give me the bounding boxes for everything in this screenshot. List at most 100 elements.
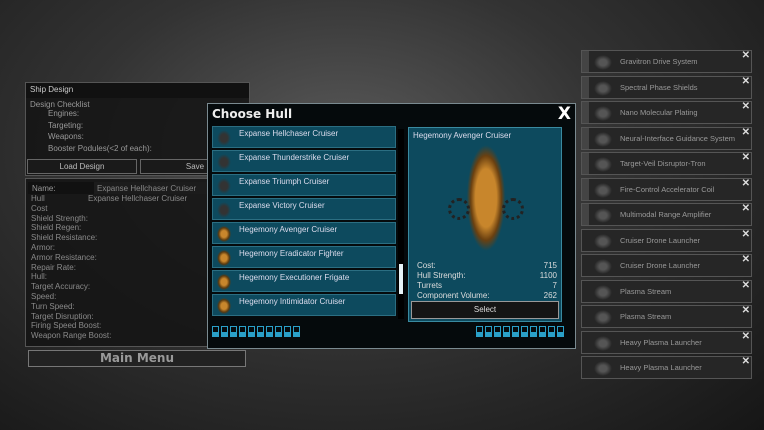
remove-component-icon[interactable]: ✕ [741,50,750,61]
stat-label: Target Disruption: [31,311,94,321]
component-name: Cruiser Drone Launcher [620,261,701,270]
stat-label: Repair Rate: [31,262,76,272]
hull-list-item[interactable]: Hegemony Avenger Cruiser [212,222,396,244]
remove-component-icon[interactable]: ✕ [741,75,750,87]
component-icon [594,106,612,121]
stat-label: Turn Speed: [31,301,75,311]
remove-component-icon[interactable]: ✕ [741,203,750,214]
remove-component-icon[interactable]: ✕ [741,356,750,367]
hull-stat: Component Volume:262 [417,291,557,301]
stat-label: Shield Regen: [31,223,82,233]
hull-list-item[interactable]: Hegemony Eradicator Fighter [212,246,396,268]
stat-label: Hull: [31,272,48,282]
hull-stat: Cost: 715 [417,261,557,271]
component-slot[interactable]: Target-Veil Disruptor-Tron✕ [581,152,752,175]
remove-component-icon[interactable]: ✕ [741,254,750,265]
select-button[interactable]: Select [411,301,559,319]
stat-label: Armor Resistance: [31,252,97,262]
slot-indicator [582,153,589,174]
stat-label: Shield Strength: [31,213,88,223]
component-name: Nano Molecular Plating [620,108,698,117]
component-icon [594,233,612,249]
ship-preview-image [448,143,524,253]
stat-label: Cost [31,203,48,213]
hull-label: Hull [31,194,45,203]
hull-stat-value: 715 [543,261,557,270]
hull-stat-label: Turrets [417,281,443,290]
remove-component-icon[interactable]: ✕ [741,228,750,240]
component-name: Plasma Stream [620,312,672,321]
hull-stat-label: Cost: [417,261,436,270]
component-icon [594,157,612,172]
remove-component-icon[interactable]: ✕ [741,152,750,163]
component-icon [594,259,612,274]
hull-name: Expanse Victory Cruiser [239,201,325,210]
component-slot[interactable]: Plasma Stream ✕ [581,305,752,328]
remove-component-icon[interactable]: ✕ [741,305,750,316]
component-icon [594,361,612,376]
ship-icon [217,154,231,170]
component-slot[interactable]: Cruiser Drone Launcher ✕ [581,254,752,277]
component-slot[interactable]: Neural-Interface Guidance System ✕ [581,126,752,150]
hull-name: Hegemony Intimidator Cruiser [239,297,346,306]
slot-indicator [582,127,589,149]
remove-component-icon[interactable]: ✕ [741,101,750,112]
component-name: Plasma Stream [620,286,672,296]
component-name: Fire-Control Accelerator Coil [620,184,715,194]
remove-component-icon[interactable]: ✕ [741,126,750,138]
remove-component-icon[interactable]: ✕ [741,330,750,342]
component-name: Neural-Interface Guidance System [620,133,736,143]
stat-label: Speed: [31,291,57,301]
component-slot[interactable]: Fire-Control Accelerator Coil ✕ [581,177,752,201]
stat-label: Weapon Range Boost: [31,331,112,341]
hull-list-item[interactable]: Hegemony Executioner Frigate [212,270,396,292]
remove-component-icon[interactable]: ✕ [741,177,750,189]
component-icon [594,131,612,147]
hull-list-item[interactable]: Expanse Victory Cruiser [212,198,396,220]
ship-icon [217,274,231,290]
checklist-weapons: Weapons: [48,132,84,141]
hull-name: Expanse Triumph Cruiser [239,177,330,186]
hull-value[interactable]: Expanse Hellchaser Cruiser [88,194,188,203]
component-slot[interactable]: Nano Molecular Plating ✕ [581,101,752,124]
component-slot[interactable]: Cruiser Drone Launcher ✕ [581,228,752,252]
load-design-button[interactable]: Load Design [27,159,137,174]
choose-hull-dialog: Choose Hull X Expanse Hellchaser Cruiser… [207,103,576,349]
component-slot[interactable]: Multimodal Range Amplifier✕ [581,203,752,226]
scrollbar-thumb[interactable] [399,264,403,294]
component-icon [594,208,612,223]
component-slot[interactable]: Gravitron Drive System ✕ [581,50,752,73]
component-name: Gravitron Drive System [620,57,698,66]
ship-icon [217,250,231,266]
main-menu-button[interactable]: Main Menu [28,350,246,367]
ship-icon [217,202,231,218]
hull-stat-label: Component Volume: [417,291,490,300]
stat-label: Shield Resistance: [31,233,98,243]
hull-name: Hegemony Executioner Frigate [239,273,350,282]
decorative-bars-left [212,326,300,337]
hull-stat: Turrets 7 [417,281,557,291]
scrollbar[interactable] [398,129,404,319]
ship-icon [217,178,231,194]
dialog-title: Choose Hull [212,107,293,121]
name-label: Name: [32,184,56,193]
remove-component-icon[interactable]: ✕ [741,279,750,291]
component-name: Cruiser Drone Launcher [620,235,701,245]
hull-name: Hegemony Eradicator Fighter [239,249,344,258]
component-slot[interactable]: Spectral Phase Shields ✕ [581,75,752,99]
component-slot[interactable]: Heavy Plasma Launcher✕ [581,356,752,379]
hull-stat-value: 7 [552,281,557,290]
ship-icon [217,226,231,242]
component-slot[interactable]: Plasma Stream ✕ [581,279,752,303]
hull-stat-label: Hull Strength: [417,271,466,280]
hull-list-item[interactable]: Hegemony Intimidator Cruiser [212,294,396,316]
component-name: Spectral Phase Shields [620,82,698,92]
stat-label: Armor: [31,242,55,252]
hull-list-item[interactable]: Expanse Hellchaser Cruiser [212,126,396,148]
close-icon[interactable]: X [557,104,571,124]
hull-list-item[interactable]: Expanse Triumph Cruiser [212,174,396,196]
component-slot[interactable]: Heavy Plasma Launcher✕ [581,330,752,354]
hull-list-item[interactable]: Expanse Thunderstrike Cruiser [212,150,396,172]
slot-indicator [582,76,589,98]
